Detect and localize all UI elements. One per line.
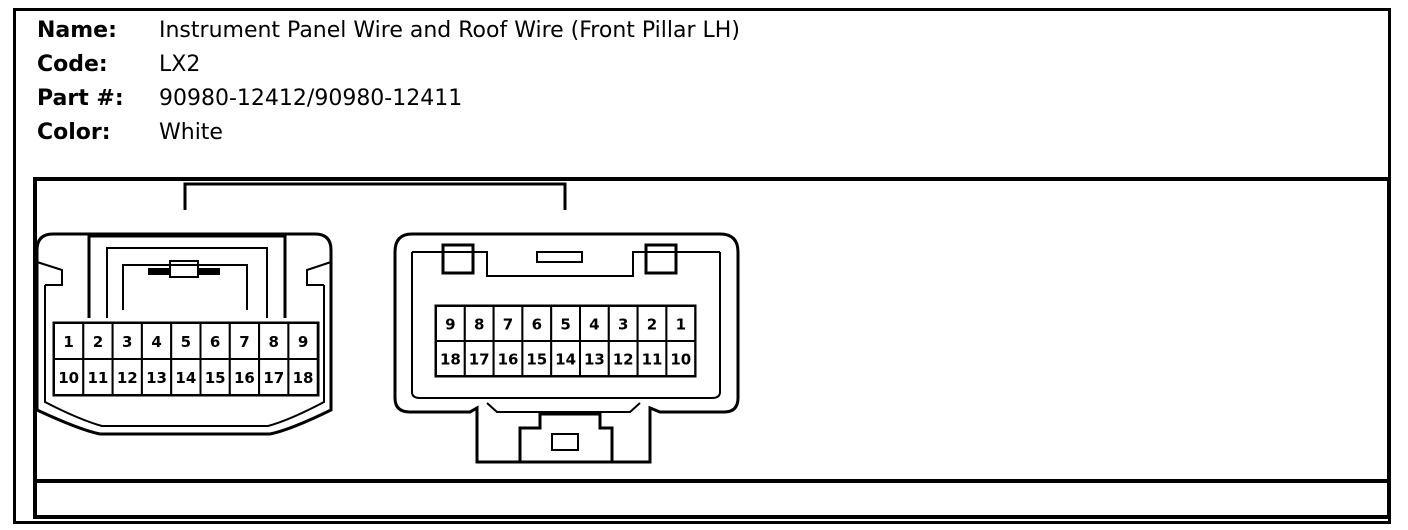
connector-left-pin-cavity xyxy=(228,358,261,396)
connector-right-top-slot xyxy=(536,251,583,263)
connector-left-pin-cavity xyxy=(228,322,261,360)
connector-right-pin-cavity xyxy=(636,340,668,377)
connector-left-pin-number: 4 xyxy=(151,333,161,351)
connector-left-pin-number: 3 xyxy=(122,333,132,351)
connector-right-pin-number: 1 xyxy=(676,316,686,334)
connector-left-right-notch xyxy=(306,261,332,286)
connector-left-pin-number: 6 xyxy=(210,333,220,351)
connector-right-pin-number: 16 xyxy=(498,351,519,369)
connector-left-housing xyxy=(35,232,333,436)
connector-right-pin-cavity xyxy=(521,340,553,377)
connector-left-pin-number: 5 xyxy=(181,333,191,351)
connector-left-pin-number: 14 xyxy=(175,369,196,387)
connector-right-pin-number: 14 xyxy=(555,351,576,369)
diagram-panel xyxy=(33,177,1391,519)
connector-left-pin-number: 13 xyxy=(146,369,167,387)
connector-right-pin-number: 2 xyxy=(647,316,657,334)
connector-left-pin-number: 7 xyxy=(239,333,249,351)
connector-right-lock-button xyxy=(551,433,579,451)
connector-left-pin-number: 8 xyxy=(269,333,279,351)
connector-left-pin-number: 16 xyxy=(234,369,255,387)
connector-left-pin-cavity xyxy=(287,322,319,360)
connector-right-pin-number: 13 xyxy=(584,351,605,369)
connector-left-inner-outline xyxy=(44,285,325,427)
connector-right-pin-number: 15 xyxy=(526,351,547,369)
connector-left-left-notch xyxy=(36,261,63,286)
connector-right-pin-cavity xyxy=(607,340,639,377)
connector-left-pin-number: 10 xyxy=(58,369,79,387)
connector-right-pin-cavity xyxy=(435,340,466,377)
color-label: Color: xyxy=(37,120,111,145)
connector-right-pin-cavity xyxy=(435,305,466,342)
connector-left-pin-number: 9 xyxy=(298,333,308,351)
connector-right-key-right xyxy=(644,243,678,275)
connector-right-pin-number: 11 xyxy=(642,351,663,369)
connector-right-pin-cavity xyxy=(463,340,495,377)
connector-left-pin-cavity xyxy=(287,358,319,396)
connector-left-pin-number: 15 xyxy=(205,369,226,387)
connector-right-pin-number: 12 xyxy=(613,351,634,369)
connector-left-pin-number: 11 xyxy=(88,369,109,387)
connector-right-housing xyxy=(393,232,740,464)
connector-right-pin-number: 18 xyxy=(440,351,461,369)
connector-right-lock-lever xyxy=(518,412,614,462)
connector-left-latch-inner xyxy=(106,247,268,318)
connector-left-latch-frame xyxy=(87,234,287,318)
name-value: Instrument Panel Wire and Roof Wire (Fro… xyxy=(159,18,740,43)
code-value: LX2 xyxy=(159,52,201,77)
connector-right-inner-outline xyxy=(411,252,721,399)
connector-right-pin-number: 8 xyxy=(474,316,484,334)
connector-left-latch-tab-right xyxy=(198,268,220,275)
mating-bracket xyxy=(183,182,567,210)
connector-left-pin-cavity xyxy=(170,322,202,360)
connector-left-pin-cavity xyxy=(258,358,290,396)
connector-right-pin-cavity xyxy=(492,340,524,377)
connector-left-pin-cavity xyxy=(53,358,85,396)
connector-right-pin-number: 5 xyxy=(560,316,570,334)
connector-right-pin-number: 3 xyxy=(618,316,628,334)
name-label: Name: xyxy=(37,18,117,43)
connector-right-lower-chamfer xyxy=(486,402,641,413)
connector-right-pin-number: 7 xyxy=(503,316,513,334)
part-value: 90980-12412/90980-12411 xyxy=(159,86,463,111)
connector-left-latch-tab-left xyxy=(148,268,170,275)
connector-right-pin-number: 17 xyxy=(469,351,490,369)
connector-left-pin-number: 17 xyxy=(263,369,284,387)
connector-right-pin-cavity xyxy=(665,340,697,377)
part-label: Part #: xyxy=(37,86,124,111)
connector-left-pin-number: 2 xyxy=(93,333,103,351)
connector-left-pin-number: 12 xyxy=(117,369,138,387)
connector-right-pin-cavity xyxy=(665,305,697,342)
connector-left-latch-button xyxy=(169,260,199,278)
connector-right-pin-number: 9 xyxy=(445,316,455,334)
connector-right-pin-cavity xyxy=(636,305,668,342)
code-label: Code: xyxy=(37,52,108,77)
connector-right-pin-number: 6 xyxy=(532,316,542,334)
connector-left-latch-slot xyxy=(122,264,248,310)
connector-left-pin-cavity xyxy=(111,322,143,360)
connector-left-pin-cavity xyxy=(111,358,143,396)
connector-right-key-left xyxy=(441,243,475,275)
connector-left-pin-number: 18 xyxy=(293,369,314,387)
connector-right-pin-number: 10 xyxy=(670,351,691,369)
connector-right-pin-number: 4 xyxy=(589,316,599,334)
color-value: White xyxy=(159,120,223,145)
connector-left-pin-number: 1 xyxy=(63,333,73,351)
